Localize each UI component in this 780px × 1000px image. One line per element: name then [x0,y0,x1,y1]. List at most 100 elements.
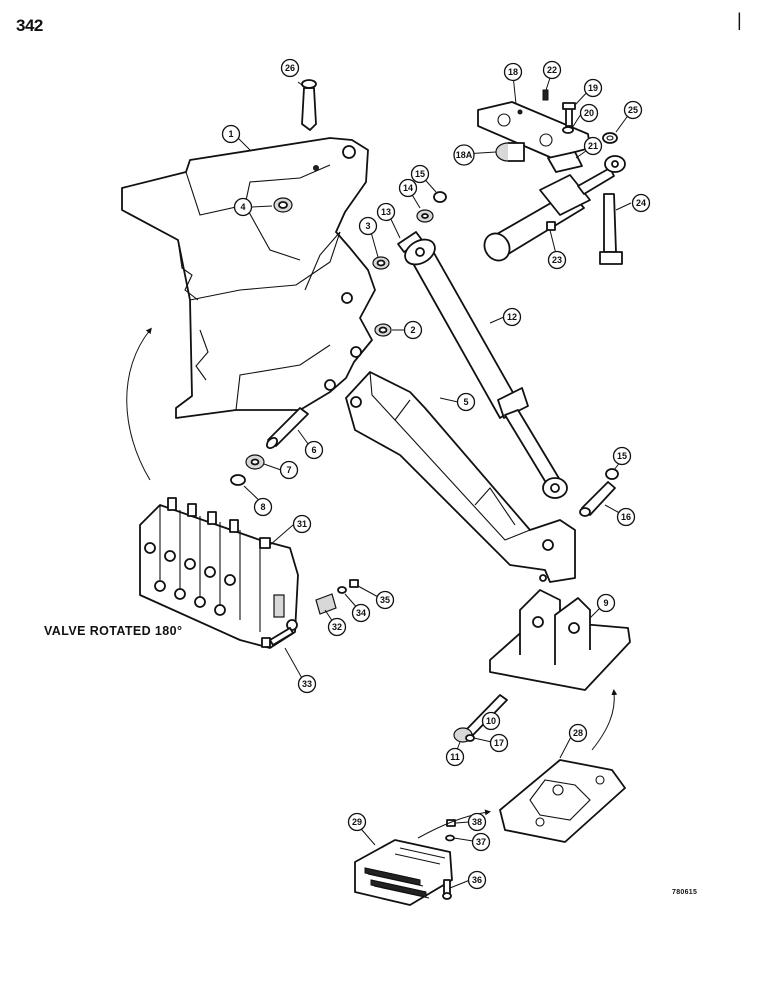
callout-17: 17 [489,733,509,753]
plate-location-arrow [417,809,491,839]
callout-6: 6 [304,440,324,460]
screw-36 [442,879,452,900]
bushing-4 [273,197,293,213]
svg-text:23: 23 [552,255,562,265]
svg-text:6: 6 [311,445,316,455]
nut-38 [446,819,456,827]
washer-37 [445,834,455,842]
callout-13: 13 [376,202,396,222]
bolt-33 [261,627,294,648]
svg-text:26: 26 [285,63,295,73]
svg-text:31: 31 [297,519,307,529]
callout-15-upper: 15 [410,164,430,184]
pin-6 [266,407,309,449]
washer-20 [562,126,574,134]
callout-25: 25 [623,100,643,120]
valve-location-arrow [126,327,152,481]
washer-14 [416,209,434,223]
svg-text:16: 16 [621,512,631,522]
svg-text:5: 5 [463,397,468,407]
svg-text:38: 38 [472,817,482,827]
svg-text:11: 11 [450,752,460,762]
svg-text:14: 14 [403,183,413,193]
callout-12: 12 [502,307,522,327]
callout-15-lower: 15 [612,446,632,466]
boom-cylinder-12 [404,238,568,499]
bushing-3 [372,256,390,270]
svg-text:8: 8 [260,502,265,512]
callout-1: 1 [221,124,241,144]
callout-26: 26 [280,58,300,78]
bushing-18A [495,142,525,162]
svg-text:9: 9 [603,598,608,608]
mount-location-arrow [591,689,618,751]
washer-34 [337,586,347,594]
svg-text:29: 29 [352,817,362,827]
svg-text:33: 33 [302,679,312,689]
washer-25 [602,132,618,144]
callout-36: 36 [467,870,487,890]
svg-text:36: 36 [472,875,482,885]
fitting-32 [315,593,337,615]
svg-text:1: 1 [228,129,233,139]
callout-37: 37 [471,832,491,852]
callout-11: 11 [445,747,465,767]
callout-5: 5 [456,392,476,412]
svg-text:2: 2 [410,325,415,335]
svg-text:21: 21 [588,141,598,151]
block-21 [547,151,583,173]
pin-24 [599,193,623,265]
callout-28: 28 [568,723,588,743]
svg-text:20: 20 [584,108,594,118]
nut-35 [349,579,359,588]
pin-26 [301,79,317,131]
callout-35: 35 [375,590,395,610]
svg-text:28: 28 [573,728,583,738]
svg-text:17: 17 [494,738,504,748]
callout-21: 21 [583,136,603,156]
callout-31: 31 [292,514,312,534]
callout-24: 24 [631,193,651,213]
svg-text:4: 4 [240,202,245,212]
callout-9: 9 [596,593,616,613]
svg-text:34: 34 [356,608,366,618]
pin-16 [579,481,616,517]
callout-34: 34 [351,603,371,623]
callout-20: 20 [579,103,599,123]
callout-22: 22 [542,60,562,80]
svg-text:25: 25 [628,105,638,115]
ribbed-plate-29 [354,839,453,906]
svg-text:18A: 18A [456,150,473,160]
callout-7: 7 [279,460,299,480]
snap-ring-8 [230,474,246,486]
svg-text:19: 19 [588,83,598,93]
fitting-22 [542,89,549,101]
callout-14: 14 [398,178,418,198]
page-number: 342 [16,16,43,35]
callout-23: 23 [547,250,567,270]
svg-text:7: 7 [286,465,291,475]
svg-text:32: 32 [332,622,342,632]
base-plate-28 [499,759,626,843]
cylinder-mount-9 [489,589,631,691]
corner-mark: | [737,10,742,30]
snap-ring-15-upper [433,191,447,203]
callout-32: 32 [327,617,347,637]
svg-text:3: 3 [365,221,370,231]
washer-7 [245,454,265,470]
svg-text:15: 15 [415,169,425,179]
drawing-number: 780615 [672,889,698,896]
callout-2: 2 [403,320,423,340]
svg-text:37: 37 [476,837,486,847]
svg-text:24: 24 [636,198,646,208]
callout-18: 18 [503,62,523,82]
callout-3: 3 [358,216,378,236]
snap-ring-15-lower [605,468,619,480]
svg-text:35: 35 [380,595,390,605]
callout-18A: 18A [453,144,475,166]
svg-text:13: 13 [381,207,391,217]
control-valve-31 [139,497,299,649]
callout-33: 33 [297,674,317,694]
svg-text:12: 12 [507,312,517,322]
